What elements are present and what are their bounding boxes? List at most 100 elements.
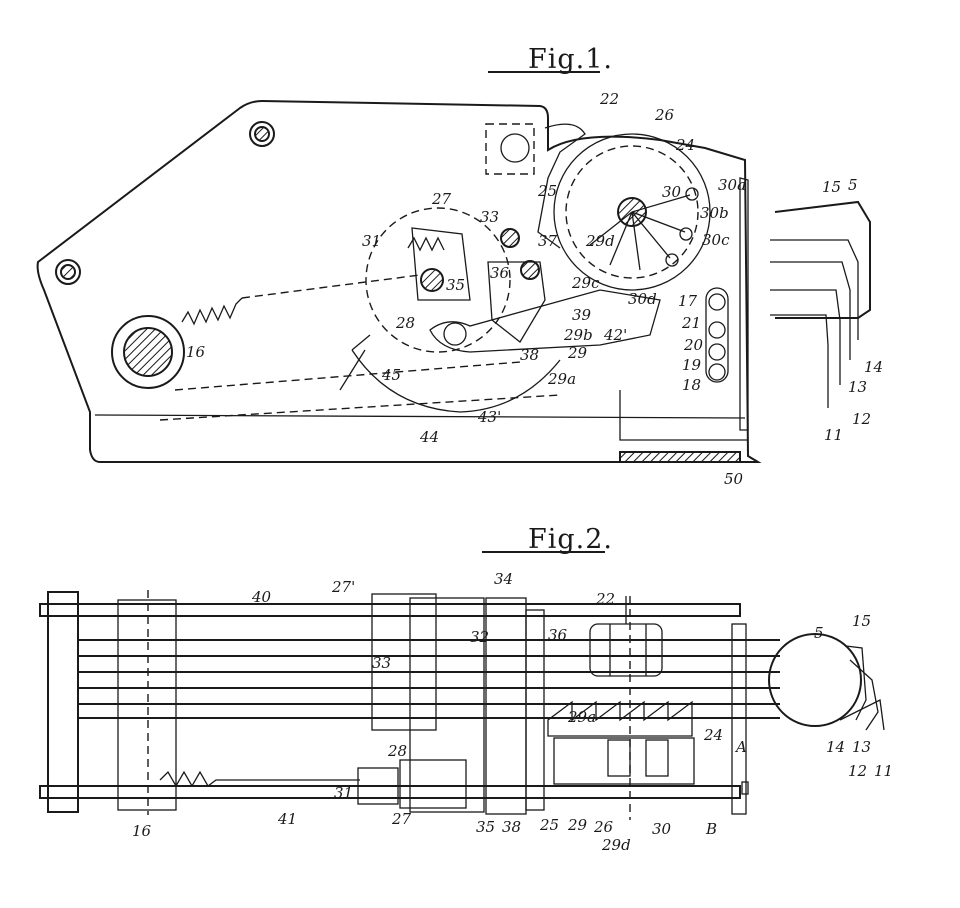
dashed-lever-circle (365, 207, 511, 353)
pawl-27-fig2 (399, 759, 467, 809)
fig2-label-5: 5 (814, 624, 824, 642)
pin-37 (520, 260, 540, 280)
fig2-label-29a: 29a (567, 708, 596, 726)
block-27p (371, 593, 437, 731)
fig1-label-18: 18 (682, 376, 701, 394)
frame-33 (409, 597, 485, 813)
fig2-label-27: 27 (391, 810, 412, 828)
rail-41 (39, 785, 741, 799)
fig1-label-12: 12 (852, 410, 871, 428)
fig1-label-33: 33 (480, 208, 499, 226)
fig2-label-27p: 27' (331, 578, 355, 596)
fig2-label-38: 38 (502, 818, 521, 836)
fig1-label-30: 30 (662, 183, 682, 201)
figure-1: Fig.1. (36, 44, 883, 488)
spring-31-fig2 (159, 770, 360, 788)
fig1-label-27: 27 (431, 190, 452, 208)
fig1-label-25: 25 (537, 182, 557, 200)
fig1-label-26: 26 (654, 106, 675, 124)
fig1-label-44: 44 (419, 428, 439, 446)
fig1-label-38: 38 (520, 346, 539, 364)
fig1-label-29d: 29d (585, 232, 615, 250)
fig1-label-5: 5 (848, 176, 858, 194)
rail-40 (39, 603, 741, 617)
fig2-label-12: 12 (848, 762, 867, 780)
pawl-27 (411, 227, 471, 301)
fig1-label-36: 36 (490, 264, 510, 282)
fig1-label-50: 50 (724, 470, 744, 488)
fig2-label-15: 15 (852, 612, 871, 630)
wheel-26-fig2 (553, 737, 695, 785)
fig2-label-16: 16 (132, 822, 152, 840)
arc-44 (351, 349, 561, 413)
fig2-label-31: 31 (334, 784, 353, 802)
fig1-label-21: 21 (681, 314, 701, 332)
fig1-label-14: 14 (864, 358, 883, 376)
fig1-label-39: 39 (572, 306, 592, 324)
fig2-label-40: 40 (251, 588, 272, 606)
fig2-label-36: 36 (548, 626, 568, 644)
lever-39 (429, 289, 661, 353)
fig1-label-13: 13 (848, 378, 867, 396)
fig2-label-11: 11 (874, 762, 893, 780)
fig1-label-22: 22 (599, 90, 619, 108)
fig2-label-32: 32 (470, 628, 489, 646)
pivot-left (55, 259, 81, 285)
fig2-label-24: 24 (703, 726, 723, 744)
fig1-label-30b: 30b (700, 204, 729, 222)
fig1-label-29c: 29c (571, 274, 600, 292)
ratchet-24-fig2 (547, 700, 693, 737)
pin-33 (500, 228, 520, 248)
pin-35 (420, 268, 444, 292)
fig2-label-29: 29 (567, 816, 588, 834)
fig2-label-29d: 29d (601, 836, 631, 854)
fig1-label-37: 37 (538, 232, 558, 250)
fig2-label-28: 28 (387, 742, 407, 760)
key-stack-15 (774, 200, 871, 319)
bracket-22 (485, 123, 535, 175)
end-plate-fig2 (731, 623, 747, 815)
link-36 (487, 261, 546, 343)
pivot-upper (249, 121, 275, 147)
fig2-label-14: 14 (826, 738, 845, 756)
fig2-label-30: 30 (652, 820, 672, 838)
fig1-label-24: 24 (675, 136, 695, 154)
fig1-label-15: 15 (822, 178, 841, 196)
fig2-label-13: 13 (852, 738, 871, 756)
fig2-label-26: 26 (593, 818, 614, 836)
shaft-16 (123, 327, 173, 377)
spring-left (181, 297, 243, 326)
fig2-label-25: 25 (539, 816, 559, 834)
star-wheel-30 (589, 194, 691, 271)
frame-plate (36, 99, 762, 463)
spring-31 (407, 236, 445, 252)
fig1-label-45: 45 (381, 366, 401, 384)
fig1-label-30d: 30d (628, 290, 657, 308)
fig1-label-35: 35 (446, 276, 465, 294)
fig1-label-11: 11 (824, 426, 843, 444)
fig1-label-19: 19 (682, 356, 702, 374)
end-plate (739, 177, 749, 431)
fig1-label-17: 17 (678, 292, 698, 310)
figure-2: Fig.2. (39, 524, 893, 854)
fig2-label-33: 33 (372, 654, 391, 672)
fig2-label-B: B (705, 820, 717, 838)
fig1-label-20: 20 (683, 336, 704, 354)
shaft-36 (525, 609, 545, 811)
fig1-label-29: 29 (567, 344, 588, 362)
fig2-label-A: A (734, 738, 747, 756)
fig2-label-34: 34 (494, 570, 513, 588)
fig1-label-29b: 29b (563, 326, 593, 344)
fig1-label-16: 16 (186, 343, 206, 361)
slot-17-21 (705, 287, 729, 383)
fig1-label-29a: 29a (547, 370, 576, 388)
end-post-left (47, 591, 79, 813)
fig1-label-42p: 42' (603, 326, 627, 344)
shaft-16-housing (111, 315, 185, 389)
fig1-label-30c: 30c (702, 231, 730, 249)
shaft-34 (485, 597, 527, 815)
fig2-title: Fig.2. (528, 524, 613, 555)
lever-22 (537, 123, 586, 249)
